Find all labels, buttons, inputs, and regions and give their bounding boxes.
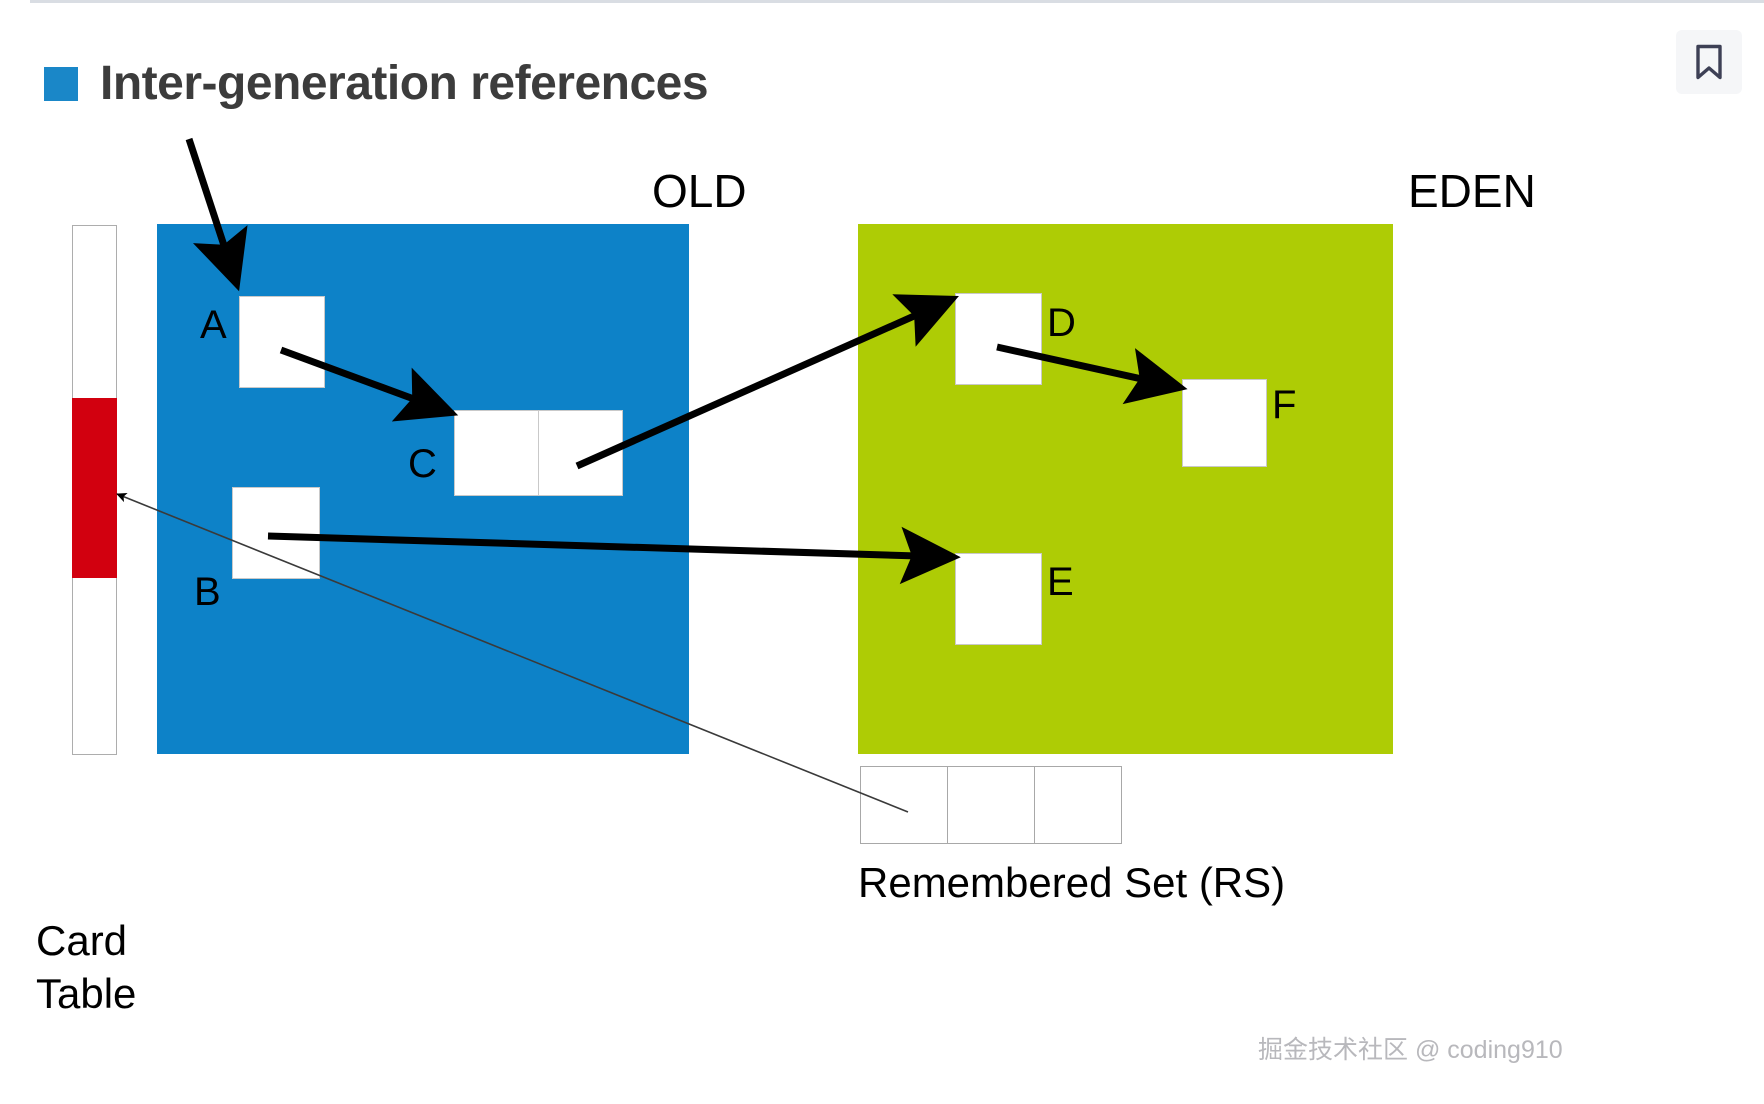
heap-object-c-part2 (538, 410, 623, 496)
card-table-dirty-card (72, 398, 117, 578)
bookmark-button[interactable] (1676, 30, 1742, 94)
heap-object-a (239, 296, 325, 388)
watermark-text: 掘金技术社区 @ coding910 (1258, 1036, 1563, 1064)
page-title: Inter-generation references (100, 57, 709, 110)
heap-object-d (955, 293, 1042, 385)
heap-object-c-part1 (454, 410, 539, 496)
slide-title-row: Inter-generation references (44, 57, 709, 110)
top-divider (30, 0, 1764, 3)
top-rule-gap (0, 0, 30, 3)
title-bullet-icon (44, 67, 78, 101)
eden-generation-block (858, 224, 1393, 754)
heap-object-c-label: C (408, 442, 437, 486)
heap-object-b-label: B (194, 570, 221, 614)
heap-object-f-label: F (1272, 383, 1297, 427)
card-table-label: Card Table (36, 917, 137, 1017)
remembered-set-cell (1034, 766, 1122, 844)
remembered-set-cell (860, 766, 948, 844)
heap-object-f (1182, 379, 1267, 467)
heap-object-d-label: D (1047, 301, 1076, 345)
heap-object-a-label: A (200, 303, 227, 347)
heap-object-b (232, 487, 320, 579)
heap-object-e (955, 553, 1042, 645)
remembered-set-cell (947, 766, 1035, 844)
remembered-set-row (860, 766, 1122, 844)
region-label-old: OLD (652, 165, 747, 217)
heap-object-e-label: E (1047, 560, 1074, 604)
remembered-set-label: Remembered Set (RS) (858, 859, 1286, 906)
region-label-eden: EDEN (1408, 165, 1536, 217)
bookmark-icon (1694, 43, 1724, 81)
